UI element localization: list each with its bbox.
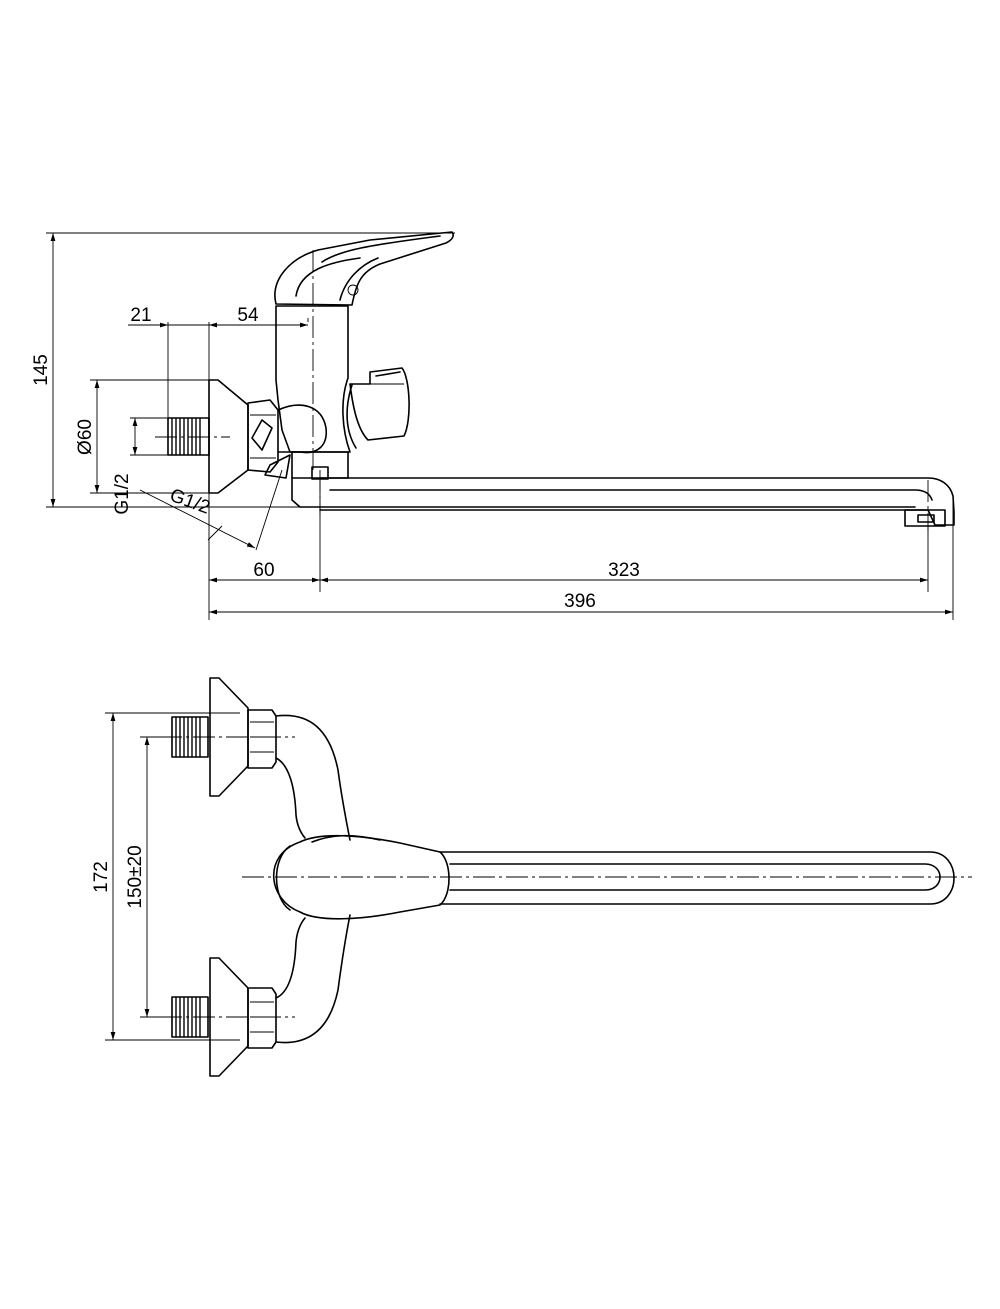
diverter-knob <box>349 367 410 441</box>
dim-145: 145 <box>31 354 52 386</box>
dim-323: 323 <box>608 560 640 581</box>
dim-54: 54 <box>237 305 259 326</box>
connector-upper <box>275 714 351 841</box>
dim-21: 21 <box>130 305 151 326</box>
dim-diameter: Ø60 <box>75 419 96 455</box>
top-view: 172 150±20 <box>91 677 972 1077</box>
dim-60: 60 <box>253 560 274 581</box>
dim-396: 396 <box>564 591 596 612</box>
thread-teeth-top-lower <box>175 997 201 1037</box>
escutcheon-side <box>208 379 249 494</box>
hex-nut-side <box>247 399 279 473</box>
spout-top <box>439 851 955 905</box>
dim-thread-angled: G1/2 <box>167 485 213 519</box>
thread-teeth-side <box>171 418 201 455</box>
dim-thread-vertical: G1/2 <box>112 473 133 514</box>
mixer-body-side <box>275 305 351 453</box>
connector-lower <box>275 914 351 1044</box>
spout-side <box>319 477 955 526</box>
hex-nut-top-upper <box>247 709 277 769</box>
dim-150: 150±20 <box>125 845 146 908</box>
hex-nut-top-lower <box>247 987 277 1049</box>
thread-teeth-top-upper <box>175 717 201 757</box>
side-view: 145 Ø60 G1/2 G1/2 21 54 60 323 396 <box>31 231 955 620</box>
aerator <box>904 509 946 527</box>
dim-172: 172 <box>91 861 112 893</box>
lever-handle-side <box>274 231 454 306</box>
